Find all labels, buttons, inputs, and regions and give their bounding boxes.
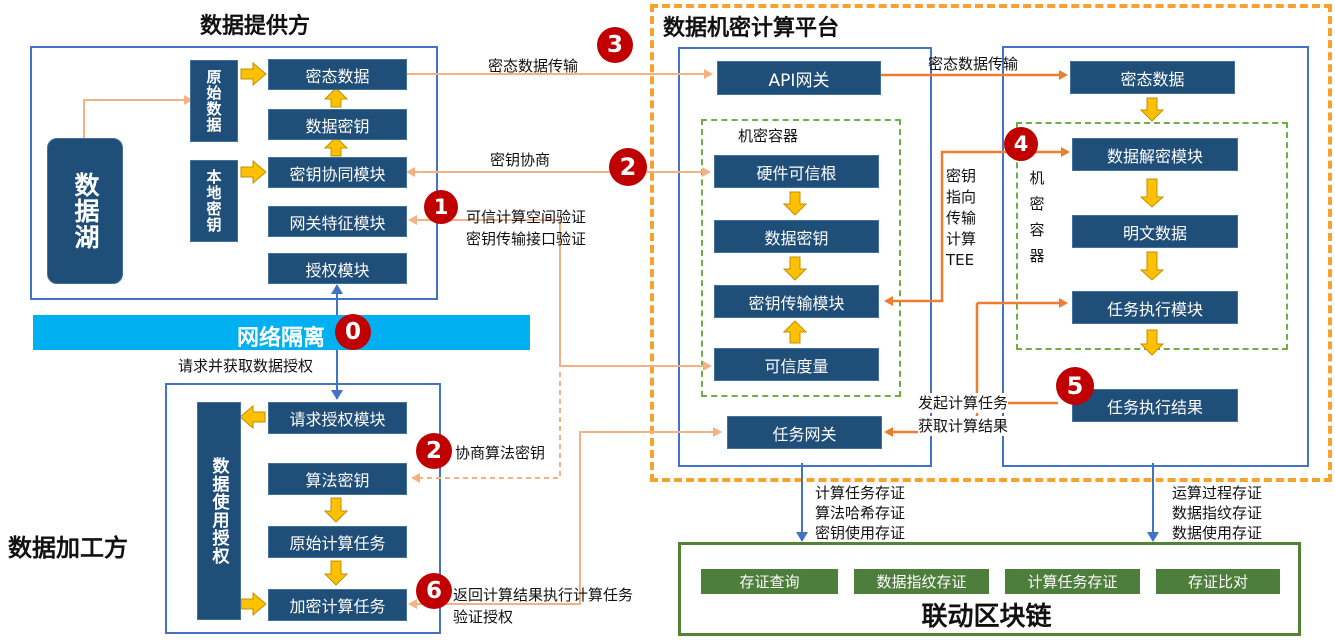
key-to-tee-label: 密钥 指向 传输 计算 TEE: [946, 166, 976, 271]
badge-5: 5: [1056, 367, 1094, 405]
data-fingerprint-evidence-button: 数据指纹存证: [854, 569, 989, 594]
task-result-node: 任务执行结果: [1072, 389, 1238, 422]
left-evidence-line1: 计算任务存证: [815, 484, 906, 502]
local-key-node: 本地密钥: [190, 160, 238, 242]
trusted-measure-node: 可信度量: [714, 348, 879, 381]
arrowhead-down-icon: [1147, 532, 1159, 542]
raw-task-node: 原始计算任务: [268, 526, 407, 558]
data-usage-auth-label: 数据使用授权: [208, 457, 229, 565]
platform-title: 数据机密计算平台: [663, 16, 840, 41]
data-lake-node: 数据湖: [47, 138, 123, 284]
network-isolation-label: 网络隔离: [237, 326, 326, 351]
task-exec-module-node: 任务执行模块: [1072, 291, 1238, 324]
secure-container-label: 机密容器: [738, 127, 799, 145]
key-transfer-module-node: 密钥传输模块: [714, 285, 879, 318]
verify-auth-label: 验证授权: [453, 608, 514, 626]
key-to-tee-line2: 指向: [946, 188, 977, 206]
key-negotiation-label: 密钥协商: [490, 151, 551, 169]
left-evidence-line3: 密钥使用存证: [815, 524, 906, 542]
key-to-tee-line4: 计算: [946, 230, 977, 248]
left-evidence-line2: 算法哈希存证: [815, 504, 906, 522]
key-to-tee-line3: 传输: [946, 209, 977, 227]
provider-encrypted-data-node: 密态数据: [268, 59, 407, 90]
request-auth-flow-label: 请求并获取数据授权: [178, 357, 314, 375]
hw-trust-root-node: 硬件可信根: [714, 155, 879, 188]
badge-4: 4: [1004, 127, 1038, 161]
task-gateway-node: 任务网关: [727, 416, 882, 449]
provider-title: 数据提供方: [200, 14, 311, 39]
right-evidence-line3: 数据使用存证: [1172, 524, 1263, 542]
key-sync-module-node: 密钥协同模块: [268, 157, 407, 188]
executor-secure-container-label: 机密容器: [1029, 169, 1045, 265]
data-usage-auth-node: 数据使用授权: [197, 402, 241, 620]
request-auth-module-node: 请求授权模块: [268, 402, 407, 434]
trusted-verify-label-2: 密钥传输接口验证: [466, 230, 587, 248]
badge-6: 6: [416, 573, 452, 609]
compute-task-evidence-button: 计算任务存证: [1005, 569, 1140, 594]
evidence-compare-button: 存证比对: [1156, 569, 1280, 594]
gateway-feature-module-node: 网关特征模块: [268, 206, 407, 237]
trusted-verify-label-1: 可信计算空间验证: [466, 208, 587, 226]
arrowhead-down-icon: [796, 532, 808, 542]
executor-encrypted-data-node: 密态数据: [1070, 61, 1235, 94]
return-result-label: 返回计算结果执行计算任务: [453, 586, 634, 604]
processor-title: 数据加工方: [8, 534, 128, 562]
key-to-tee-line5: TEE: [946, 251, 975, 269]
platform-data-key-node: 数据密钥: [714, 220, 879, 253]
provider-frame: [30, 46, 438, 300]
badge-1: 1: [424, 190, 458, 224]
badge-3: 3: [597, 27, 633, 63]
right-evidence-line1: 运算过程存证: [1172, 484, 1263, 502]
data-lake-label: 数据湖: [71, 172, 100, 250]
badge-2-platform: 2: [609, 148, 647, 186]
get-result-label: 获取计算结果: [918, 416, 1009, 436]
api-gateway-node: API网关: [717, 61, 881, 95]
right-evidence-line2: 数据指纹存证: [1172, 504, 1263, 522]
right-evidence-label: 运算过程存证 数据指纹存证 数据使用存证: [1172, 483, 1262, 543]
encrypted-transfer-left-label: 密态数据传输: [488, 57, 579, 75]
authorization-module-node: 授权模块: [268, 253, 407, 284]
blockchain-title: 联动区块链: [921, 602, 1052, 632]
left-evidence-label: 计算任务存证 算法哈希存证 密钥使用存证: [815, 483, 905, 543]
badge-0: 0: [335, 314, 371, 350]
raw-data-label: 原始数据: [204, 69, 223, 133]
algo-key-negotiation-label: 协商算法密钥: [455, 444, 546, 462]
key-to-tee-line1: 密钥: [946, 167, 977, 185]
encrypted-task-node: 加密计算任务: [268, 589, 407, 621]
decrypt-module-node: 数据解密模块: [1072, 138, 1238, 171]
plain-data-node: 明文数据: [1072, 215, 1238, 248]
raw-data-node: 原始数据: [190, 60, 238, 142]
evidence-query-button: 存证查询: [701, 569, 838, 594]
encrypted-transfer-right-label: 密态数据传输: [928, 55, 1019, 73]
provider-data-key-node: 数据密钥: [268, 109, 407, 140]
algo-key-node: 算法密钥: [268, 463, 407, 495]
badge-2-processor: 2: [416, 433, 452, 469]
local-key-label: 本地密钥: [204, 169, 223, 233]
launch-task-label: 发起计算任务: [918, 393, 1009, 413]
